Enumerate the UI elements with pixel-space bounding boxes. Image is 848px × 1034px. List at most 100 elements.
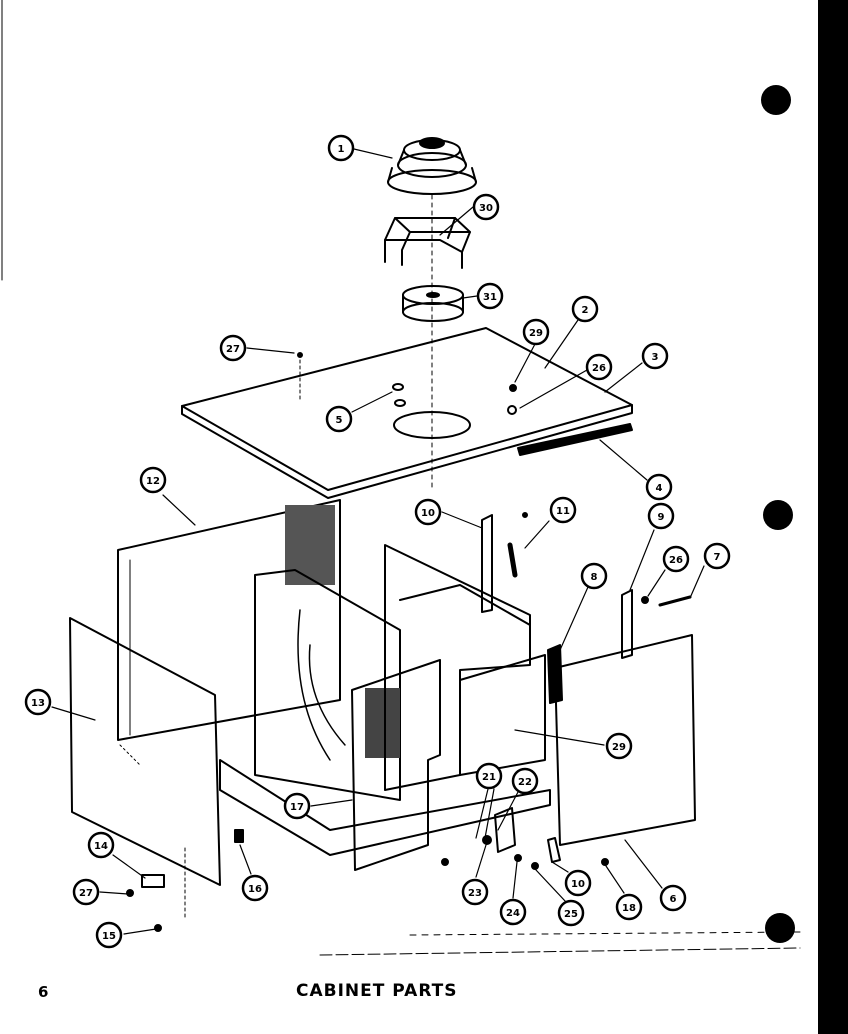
right-panel-part <box>554 634 696 846</box>
svg-text:1: 1 <box>338 144 345 155</box>
callout-bubble-31: 31 <box>476 282 504 310</box>
callout-bubble-29: 29 <box>605 732 633 760</box>
svg-text:9: 9 <box>658 512 665 523</box>
callout-bubble-24: 24 <box>499 898 527 926</box>
svg-text:10: 10 <box>421 508 435 519</box>
screw-part <box>154 924 162 932</box>
screw-part <box>641 596 649 604</box>
svg-text:18: 18 <box>622 903 636 914</box>
svg-text:10: 10 <box>571 879 585 890</box>
screw-part <box>126 889 134 897</box>
callout-bubble-14: 14 <box>87 831 115 859</box>
svg-text:29: 29 <box>529 328 543 339</box>
callout-bubble-15: 15 <box>95 921 123 949</box>
svg-text:26: 26 <box>669 555 683 566</box>
svg-text:7: 7 <box>714 552 721 563</box>
scan-artifact <box>409 931 801 936</box>
screw-part <box>297 352 303 358</box>
callout-bubble-26: 26 <box>662 545 690 573</box>
right-edge-bar <box>818 0 848 1034</box>
svg-text:13: 13 <box>31 698 45 709</box>
screw-part <box>441 858 449 866</box>
page-number: 6 <box>38 983 49 1001</box>
svg-text:14: 14 <box>94 841 108 852</box>
svg-text:29: 29 <box>612 742 626 753</box>
base-pan-part <box>219 759 551 856</box>
screw-part <box>514 854 522 862</box>
top-rail-part <box>517 423 633 456</box>
callout-bubble-27: 27 <box>219 334 247 362</box>
callout-bubble-4: 4 <box>645 473 673 501</box>
svg-text:22: 22 <box>518 777 532 788</box>
insulation-panel-part <box>459 654 546 776</box>
callout-bubble-30: 30 <box>472 193 500 221</box>
svg-text:5: 5 <box>336 415 343 426</box>
callout-bubble-3: 3 <box>641 342 669 370</box>
diagram-caption: CABINET PARTS <box>296 981 458 1001</box>
svg-text:11: 11 <box>556 506 570 517</box>
svg-text:21: 21 <box>482 772 496 783</box>
drain-bracket-part <box>494 807 516 853</box>
binder-hole <box>761 85 791 115</box>
callout-bubble-2: 2 <box>571 295 599 323</box>
leader-lines <box>51 148 705 935</box>
blower-wheel-part <box>402 285 464 322</box>
svg-text:27: 27 <box>79 888 93 899</box>
bracket-part <box>547 644 563 704</box>
callout-bubble-23: 23 <box>461 878 489 906</box>
callout-bubble-8: 8 <box>580 562 608 590</box>
svg-text:16: 16 <box>248 884 262 895</box>
screw-part <box>658 595 692 607</box>
blower-housing-part <box>254 569 401 801</box>
plate-part <box>141 874 165 888</box>
svg-text:30: 30 <box>479 203 493 214</box>
callout-bubble-11: 11 <box>549 496 577 524</box>
svg-text:26: 26 <box>592 363 606 374</box>
screw-part <box>482 835 492 845</box>
motor-bracket-part <box>384 217 471 269</box>
svg-text:23: 23 <box>468 888 482 899</box>
callout-bubble-6: 6 <box>659 884 687 912</box>
callout-bubble-16: 16 <box>241 874 269 902</box>
callout-bubble-29: 29 <box>522 318 550 346</box>
bracket-part <box>481 514 493 613</box>
callout-bubble-21: 21 <box>475 762 503 790</box>
callout-bubble-9: 9 <box>647 502 675 530</box>
partition-panel-part <box>351 659 441 871</box>
callout-bubble-12: 12 <box>139 466 167 494</box>
side-panel-part <box>69 617 221 886</box>
callout-bubble-10: 10 <box>414 498 442 526</box>
callout-bubble-13: 13 <box>24 688 52 716</box>
svg-text:4: 4 <box>656 483 663 494</box>
callout-bubble-22: 22 <box>511 767 539 795</box>
back-panel-part <box>117 499 341 741</box>
svg-text:3: 3 <box>652 352 659 363</box>
callout-bubble-7: 7 <box>703 542 731 570</box>
svg-text:17: 17 <box>290 802 304 813</box>
bracket-part <box>547 837 561 863</box>
callout-bubble-26: 26 <box>585 353 613 381</box>
callout-bubble-27: 27 <box>72 878 100 906</box>
callout-bubble-18: 18 <box>615 893 643 921</box>
svg-text:24: 24 <box>506 908 520 919</box>
callout-bubble-10: 10 <box>564 869 592 897</box>
screw-part <box>509 384 517 392</box>
screw-part <box>531 862 539 870</box>
callout-bubble-17: 17 <box>283 792 311 820</box>
scan-artifact <box>319 947 801 956</box>
grommet-part <box>234 829 244 843</box>
spring-part <box>507 542 518 578</box>
svg-text:31: 31 <box>483 292 497 303</box>
svg-text:12: 12 <box>146 476 160 487</box>
svg-text:8: 8 <box>591 572 598 583</box>
binder-hole <box>763 500 793 530</box>
callout-bubble-25: 25 <box>557 899 585 927</box>
callout-bubble-1: 1 <box>327 134 355 162</box>
top-panel-part <box>181 327 633 499</box>
svg-text:2: 2 <box>582 305 589 316</box>
svg-text:15: 15 <box>102 931 116 942</box>
svg-text:25: 25 <box>564 909 578 920</box>
screw-part <box>601 858 609 866</box>
divider-part <box>384 544 531 791</box>
